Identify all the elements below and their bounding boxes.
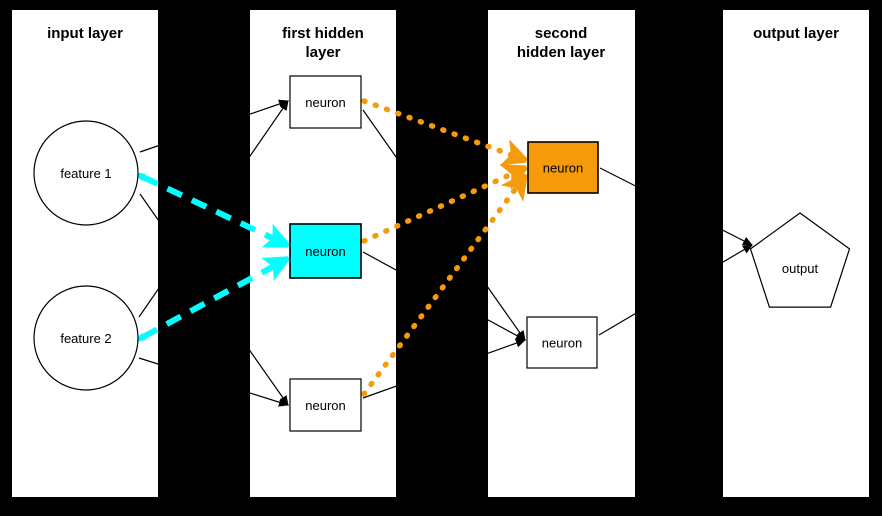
node-label-hidden2-neuron-2: neuron: [542, 336, 582, 351]
edge-black-hidden2-neuron-1-to-output-node: [599, 167, 753, 246]
node-label-hidden2-neuron-1: neuron: [543, 161, 583, 176]
node-hidden2-neuron-2[interactable]: neuron: [526, 316, 598, 369]
node-output-node[interactable]: output: [749, 212, 851, 308]
layer-hidden-2: second hidden layer: [488, 10, 635, 497]
edge-black-hidden2-neuron-2-to-output-node: [598, 244, 753, 336]
node-shape-pentagon[interactable]: [749, 212, 851, 308]
edge-orange-hidden1-neuron-3-to-hidden2-neuron-1: [361, 173, 528, 397]
node-shape-circle[interactable]: [33, 285, 139, 391]
layer-title-hidden-1: first hidden layer: [282, 25, 364, 61]
layer-title-line: output layer: [753, 25, 839, 42]
node-shape-rect[interactable]: [526, 316, 598, 369]
layer-title-line: layer: [305, 44, 340, 61]
layer-title-line: hidden layer: [517, 44, 606, 61]
edge-black-feature-2-to-hidden1-neuron-3: [138, 357, 289, 407]
node-label-output-node: output: [782, 261, 819, 276]
layer-title-hidden-2: second hidden layer: [517, 25, 606, 61]
node-label-hidden1-neuron-1: neuron: [305, 95, 345, 110]
edges-black-group: [138, 99, 753, 407]
node-shape-rect[interactable]: [289, 75, 362, 129]
layer-title-line: input layer: [47, 25, 123, 42]
layer-title-output: output layer: [753, 25, 839, 42]
edge-cyan-feature-2-to-hidden1-neuron-2: [132, 256, 290, 343]
node-shape-rect[interactable]: [527, 141, 599, 194]
layer-input: input layer: [12, 10, 158, 497]
node-feature-2[interactable]: feature 2: [33, 285, 139, 391]
node-label-hidden1-neuron-3: neuron: [305, 398, 345, 413]
node-label-feature-1: feature 1: [60, 166, 111, 181]
layer-title-input: input layer: [47, 25, 123, 42]
node-shape-rect[interactable]: [289, 223, 362, 279]
node-hidden1-neuron-2[interactable]: neuron: [289, 223, 362, 279]
node-hidden2-neuron-1[interactable]: neuron: [527, 141, 599, 194]
node-hidden1-neuron-1[interactable]: neuron: [289, 75, 362, 129]
edges-cyan-group: [132, 171, 290, 343]
edge-black-hidden1-neuron-1-to-hidden2-neuron-2: [362, 109, 526, 341]
layer-title-line: first hidden: [282, 25, 364, 42]
node-label-hidden1-neuron-2: neuron: [305, 244, 345, 259]
node-hidden1-neuron-3[interactable]: neuron: [289, 378, 362, 432]
node-shape-rect[interactable]: [289, 378, 362, 432]
node-label-feature-2: feature 2: [60, 331, 111, 346]
node-feature-1[interactable]: feature 1: [33, 120, 139, 226]
layer-panel-input: [12, 10, 158, 497]
edge-black-hidden1-neuron-3-to-hidden2-neuron-2: [362, 338, 526, 399]
edge-orange-hidden1-neuron-1-to-hidden2-neuron-1: [361, 98, 528, 166]
layer-title-line: second: [535, 25, 588, 42]
edge-black-feature-1-to-hidden1-neuron-1: [139, 99, 289, 153]
layer-panel-hidden-2: [488, 10, 635, 497]
edges-orange-group: [361, 98, 528, 397]
edge-black-hidden1-neuron-2-to-hidden2-neuron-2: [362, 251, 526, 341]
node-shape-circle[interactable]: [33, 120, 139, 226]
edge-orange-hidden1-neuron-2-to-hidden2-neuron-1: [361, 164, 528, 244]
